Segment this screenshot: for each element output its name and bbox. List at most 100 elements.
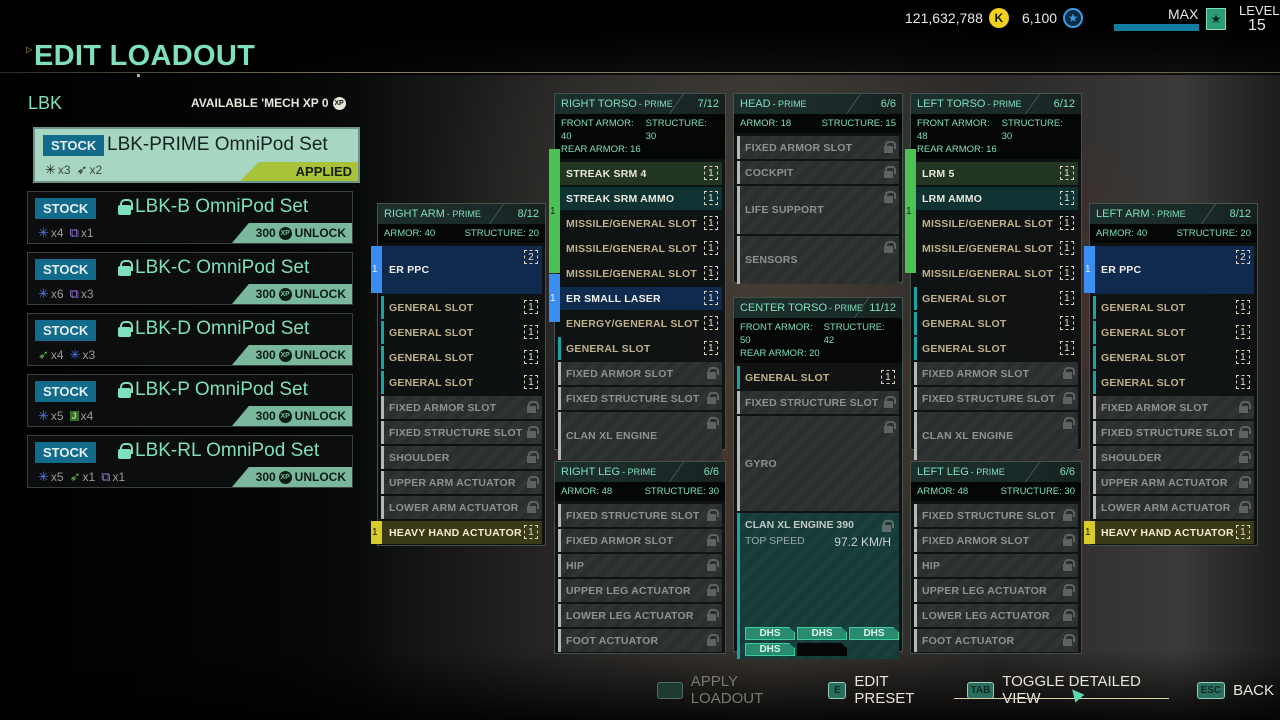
cbills-value: 121,632,788	[905, 10, 983, 26]
top-speed-value: 97.2 KM/H	[834, 535, 891, 549]
unlock-cost: 300	[255, 226, 276, 240]
slot-label: FIXED STRUCTURE SLOT	[389, 426, 523, 439]
slot-size: 1	[704, 216, 718, 230]
available-mech-xp: AVAILABLE 'MECH XP 0 XP	[191, 96, 346, 110]
component-stats: ARMOR: 48 STRUCTURE: 30	[911, 482, 1081, 501]
heat-sink-slot[interactable]: DHS	[797, 627, 847, 640]
slot-label: LOWER LEG ACTUATOR	[566, 609, 694, 622]
preset-name-text: LBK-PRIME OmniPod Set	[107, 134, 328, 155]
unlock-cost: 300	[255, 470, 276, 484]
slot-size: 1	[1060, 266, 1074, 280]
preset-lbk-rl[interactable]: STOCK LBK-RL OmniPod Set ✳x5 ➶x1 ⧉x1 300…	[27, 435, 353, 488]
lock-icon	[707, 609, 719, 621]
heat-sink-slot[interactable]: DHS	[849, 627, 899, 640]
group-number: 1	[550, 292, 556, 304]
structure-value: STRUCTURE: 30	[644, 486, 719, 497]
slot-label: GENERAL SLOT	[922, 292, 1007, 305]
slot-label: FOOT ACTUATOR	[566, 634, 659, 647]
slot-size: 1	[1236, 375, 1250, 389]
hardpoint-count: x4	[50, 348, 64, 362]
lock-icon	[1239, 476, 1251, 488]
ballistic-hardpoint-icon: ⧉	[69, 286, 79, 301]
heat-sink-slot[interactable]: DHS	[745, 643, 795, 656]
structure-value: STRUCTURE: 30	[1000, 486, 1075, 497]
bottom-bar-background	[0, 650, 1280, 720]
energy-hardpoint-icon: ✳	[38, 286, 49, 301]
front-armor-value: FRONT ARMOR: 48	[917, 118, 990, 142]
hardpoint-count: x1	[82, 470, 96, 484]
armor-value: ARMOR: 48	[917, 486, 969, 497]
stock-badge: STOCK	[35, 320, 97, 341]
apply-loadout-button[interactable]: APPLY LOADOUT	[657, 673, 812, 707]
slot-label: FIXED ARMOR SLOT	[566, 534, 674, 547]
heat-sink-slot-empty[interactable]	[797, 643, 847, 656]
heat-sink-slot[interactable]: DHS	[745, 627, 795, 640]
lock-icon	[118, 199, 133, 215]
preset-name: LBK-PRIME OmniPod Set	[107, 134, 328, 156]
slot-fixed: FIXED STRUCTURE SLOT	[558, 387, 722, 410]
preset-lbk-prime[interactable]: STOCK LBK-PRIME OmniPod Set ✳x3 ➶x2 APPL…	[33, 127, 360, 183]
slot-size: 1	[704, 291, 718, 305]
preset-name-text: LBK-C OmniPod Set	[135, 257, 310, 278]
slot-size: 1	[1060, 216, 1074, 230]
applied-badge: APPLIED	[240, 162, 358, 181]
weapon-group-marker: 1	[1084, 521, 1095, 544]
lock-icon	[882, 520, 894, 532]
structure-value: STRUCTURE: 15	[821, 118, 896, 129]
hardpoint-count: x3	[82, 348, 96, 362]
action-label: BACK	[1233, 681, 1274, 699]
slot-label: LIFE SUPPORT	[745, 204, 824, 216]
slots-used: 6/6	[880, 98, 896, 110]
lock-icon	[884, 141, 896, 153]
